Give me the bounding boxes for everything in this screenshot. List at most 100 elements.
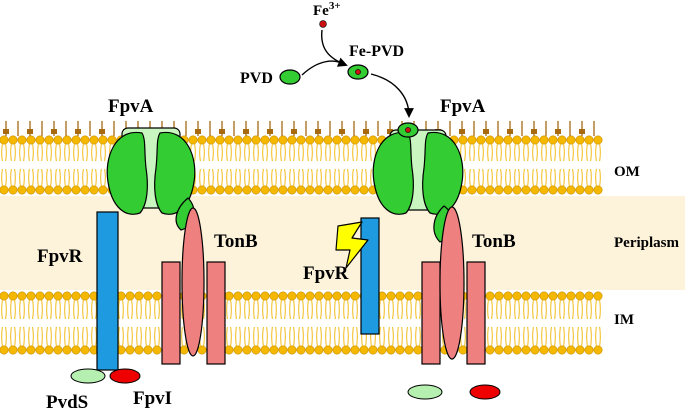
lipid-tail [496,168,502,187]
lipid-tail [568,326,574,347]
lipid-head [485,185,495,195]
lipid-head [8,345,18,355]
lipid-head [341,345,351,355]
lipid-head [359,345,369,355]
lipid-head [62,291,72,301]
lipid-head [0,291,9,301]
lipid-head [35,185,45,195]
lipid-head [485,135,495,145]
lipid-tail [343,326,349,347]
lipid-tail [334,326,340,347]
lipid-tail [271,326,277,347]
lipid-head [269,345,279,355]
lipid-tail [82,299,88,320]
lipid-head [197,135,207,145]
lipid-head [98,135,108,145]
lipid-head [71,291,81,301]
lipid-head [332,345,342,355]
lipid-head [386,345,396,355]
lipid-tail [487,299,493,320]
lipid-tail [262,326,268,347]
lipid-head [242,135,252,145]
lipid-head [269,185,279,195]
lipid-head [332,185,342,195]
lipid-head [269,291,279,301]
lipid-head [71,185,81,195]
fe-label: Fe3+ [313,0,341,19]
lipid-tail [10,168,16,187]
arrow-fe-to-complex [321,29,348,67]
lipid-head [584,185,594,195]
im-label: IM [614,312,634,328]
lipid-tail [226,143,232,162]
lipid-head [521,135,531,145]
lipid-head [260,291,270,301]
lipid-tail [307,326,313,347]
fpvi-label: FpvI [133,388,172,409]
lipid-tail [82,326,88,347]
lipid-tail [235,326,241,347]
lipid-tail [226,168,232,187]
fpvr-left-label: FpvR [37,246,83,267]
lipid-head [503,185,513,195]
lipid-tail [28,168,34,187]
lipid-tail [64,168,70,187]
lipid-head [485,291,495,301]
lipid-head [305,291,315,301]
lipid-tail [586,168,592,187]
lps-core [99,129,105,134]
lipid-tail [505,143,511,162]
lipid-tail [406,326,412,347]
lipid-tail [208,168,214,187]
lipid-head [413,291,423,301]
lipid-head [494,291,504,301]
lipid-head [152,345,162,355]
lipid-head [80,135,90,145]
lipid-tail [28,326,34,347]
lipid-tail [253,168,259,187]
lipid-head [287,291,297,301]
lipid-head [242,291,252,301]
lipid-head [476,135,486,145]
lipid-head [233,135,243,145]
fe-ion [319,20,327,28]
lipid-head [368,135,378,145]
lipid-head [98,185,108,195]
lipid-head [566,291,576,301]
lipid-tail [316,299,322,320]
lipid-tail [145,326,151,347]
fpvi-right [469,384,501,400]
lipid-tail [1,299,7,320]
lipid-tail [73,326,79,347]
lipid-head [296,135,306,145]
lipid-head [0,185,9,195]
lipid-head [521,345,531,355]
lipid-tail [505,168,511,187]
lipid-head [125,345,135,355]
lipid-tail [55,143,61,162]
lipid-head [35,345,45,355]
lipid-head [503,291,513,301]
lipid-head [278,185,288,195]
lipid-tail [550,326,556,347]
lipid-tail [136,299,142,320]
lipid-tail [118,326,124,347]
lipid-tail [523,168,529,187]
lipid-tail [388,299,394,320]
lipid-tail [127,299,133,320]
lipid-head [233,291,243,301]
lps-core [195,129,201,134]
lipid-head [44,185,54,195]
lipid-tail [505,326,511,347]
lipid-tail [154,326,160,347]
lipid-head [530,291,540,301]
pvds-right [407,384,443,400]
lipid-head [458,135,468,145]
lipid-head [251,185,261,195]
lipid-head [242,185,252,195]
lipid-tail [478,143,484,162]
lipid-tail [568,168,574,187]
lipid-tail [469,143,475,162]
lipid-tail [10,326,16,347]
lipid-head [359,135,369,145]
